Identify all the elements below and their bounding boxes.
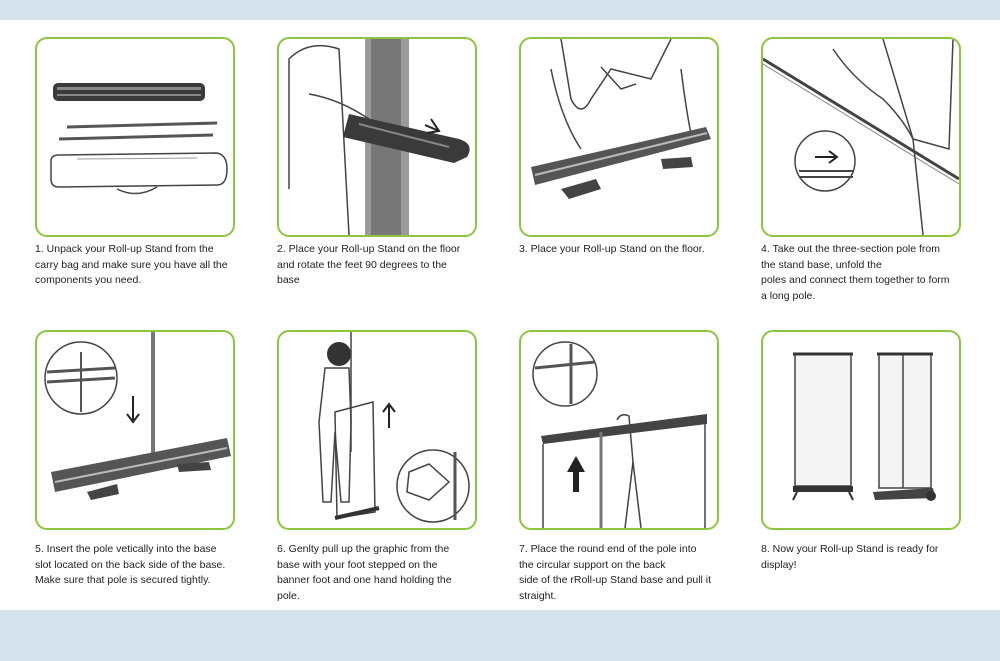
- caption-line: poles and connect them together to form: [761, 274, 950, 286]
- caption-line: a long pole.: [761, 289, 816, 302]
- unpack-bag-illustration: [50, 83, 228, 195]
- step-7-caption: 7. Place the round end of the pole into …: [519, 542, 721, 604]
- caption-line: display!: [761, 558, 797, 571]
- caption-line: base: [277, 274, 300, 286]
- attach-graphic-illustration: [532, 341, 707, 528]
- caption-line: pole.: [277, 589, 300, 602]
- step-2-frame: [277, 37, 477, 237]
- stand-on-floor-illustration: [531, 39, 711, 199]
- step-5-caption: 5. Insert the pole vetically into the ba…: [35, 542, 237, 589]
- caption-line: 2. Place your Roll-up Stand on the floor: [277, 243, 461, 255]
- step-3-caption: 3. Place your Roll-up Stand on the floor…: [519, 242, 721, 258]
- caption-line: banner foot and one hand holding the: [277, 574, 452, 586]
- caption-line: slot located on the back side of the bas…: [35, 558, 226, 571]
- rotate-feet-illustration: [288, 39, 470, 235]
- step-6-frame: [277, 330, 477, 530]
- caption-line: 7. Place the round end of the pole into: [519, 543, 697, 555]
- caption-line: components you need.: [35, 274, 142, 286]
- step-2-caption: 2. Place your Roll-up Stand on the floor…: [277, 242, 479, 289]
- step-8-frame: [761, 330, 961, 530]
- step-4-caption: 4. Take out the three-section pole from …: [761, 242, 963, 304]
- caption-line: carry bag and make sure you have all the: [35, 258, 228, 271]
- caption-line: 6. Genlty pull up the graphic from the: [277, 543, 450, 555]
- step-8-caption: 8. Now your Roll-up Stand is ready for d…: [761, 542, 963, 573]
- pull-graphic-illustration: [318, 332, 470, 523]
- caption-line: 4. Take out the three-section pole from: [761, 243, 940, 255]
- caption-line: Make sure that pole is secured tightly.: [35, 574, 211, 586]
- caption-line: straight.: [519, 589, 557, 602]
- caption-line: base with your foot stepped on the: [277, 558, 438, 571]
- caption-line: the circular support on the back: [519, 558, 666, 571]
- assemble-pole-illustration: [763, 39, 959, 235]
- step-6-caption: 6. Genlty pull up the graphic from the b…: [277, 542, 479, 604]
- stand-ready-illustration: [792, 352, 936, 501]
- caption-line: 8. Now your Roll-up Stand is ready for: [761, 543, 939, 555]
- step-1-frame: [35, 37, 235, 237]
- bottom-band: [0, 610, 1000, 661]
- caption-line: side of the rRoll-up Stand base and pull…: [519, 574, 712, 586]
- caption-line: and rotate the feet 90 degrees to the: [277, 258, 447, 271]
- step-7-frame: [519, 330, 719, 530]
- step-4-frame: [761, 37, 961, 237]
- step-1-caption: 1. Unpack your Roll-up Stand from the ca…: [35, 242, 237, 289]
- caption-line: the stand base, unfold the: [761, 258, 882, 271]
- insert-pole-illustration: [44, 332, 231, 500]
- step-5-frame: [35, 330, 235, 530]
- caption-line: 1. Unpack your Roll-up Stand from the: [35, 243, 214, 255]
- top-band: [0, 0, 1000, 20]
- caption-line: 3. Place your Roll-up Stand on the floor…: [519, 243, 705, 255]
- step-3-frame: [519, 37, 719, 237]
- caption-line: 5. Insert the pole vetically into the ba…: [35, 543, 217, 555]
